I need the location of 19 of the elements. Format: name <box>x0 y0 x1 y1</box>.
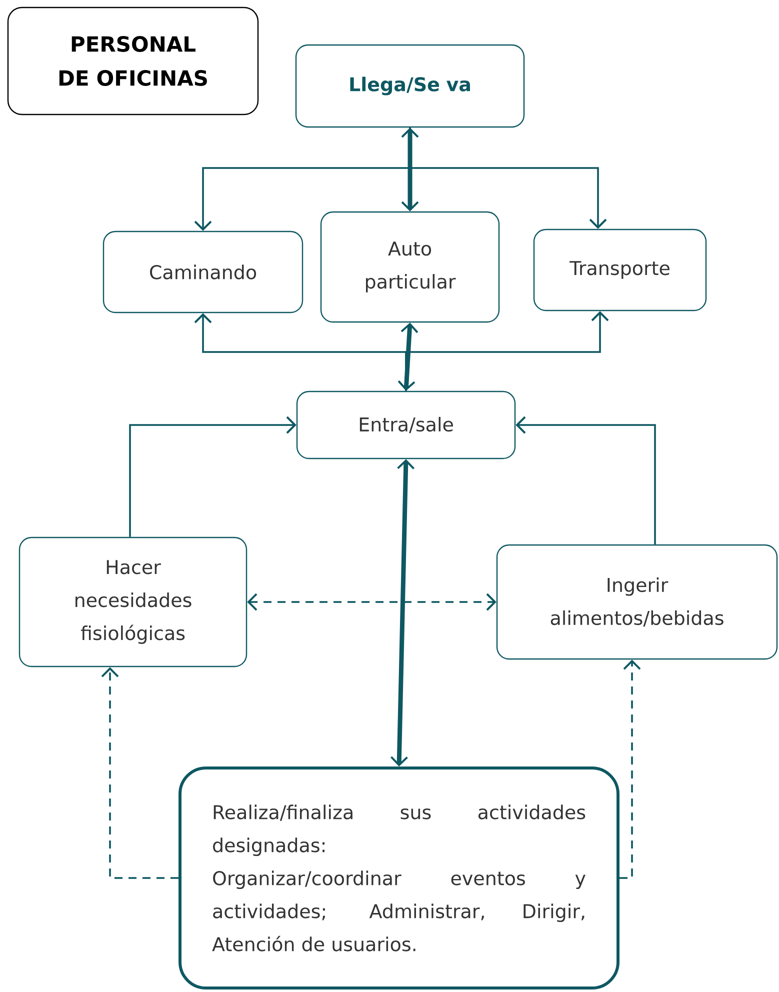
process-box: Ingerir alimentos/bebidas <box>496 544 778 660</box>
arrow <box>247 593 496 611</box>
arrow <box>620 660 641 879</box>
process-box: Llega/Se va <box>295 44 525 128</box>
process-box: Auto particular <box>320 211 500 323</box>
process-box: Entra/sale <box>296 390 516 460</box>
arrow <box>129 416 296 537</box>
title-box: PERSONAL DE OFICINAS <box>7 6 259 116</box>
process-box: Caminando <box>102 230 304 314</box>
arrow <box>101 667 178 879</box>
process-box: Hacer necesidades fisiológicas <box>18 536 248 668</box>
arrow <box>390 459 415 766</box>
arrow <box>398 322 418 391</box>
arrow <box>516 416 656 544</box>
arrow <box>401 128 419 212</box>
activity-box: Realiza/finaliza sus actividades designadas: Organizar/coordinar eventos y actividades; Administrar, Dirigir, Atención de usuarios. <box>178 766 620 990</box>
process-box: Transporte <box>533 228 707 312</box>
arrow <box>405 311 609 391</box>
arrow <box>409 128 607 229</box>
